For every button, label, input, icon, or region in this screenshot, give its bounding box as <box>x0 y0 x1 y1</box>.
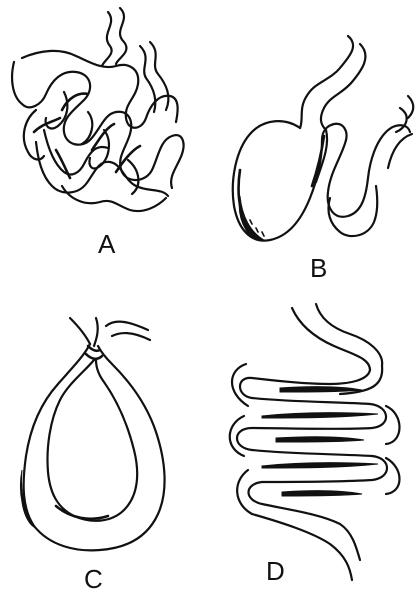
panel-label-b: B <box>310 253 327 283</box>
panel-a-drawing <box>12 8 183 211</box>
panel-label-d: D <box>266 556 285 586</box>
panel-label-a: A <box>98 229 116 259</box>
panel-d-drawing <box>230 304 400 580</box>
panel-b-drawing <box>233 36 413 241</box>
panel-c-drawing <box>21 318 165 550</box>
panel-label-c: C <box>84 564 103 594</box>
